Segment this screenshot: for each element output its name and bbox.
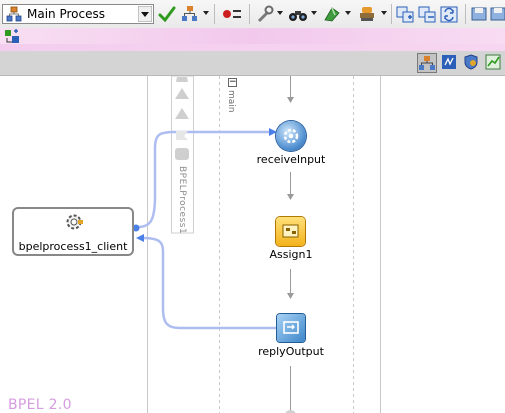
activity-reply-label: replyOutput — [258, 345, 324, 358]
scope-label: main — [226, 90, 236, 113]
source-view-button[interactable] — [440, 53, 460, 73]
hierarchy-icon — [182, 6, 197, 21]
bpel-canvas[interactable]: − main BPELProcess1 bpelprocess1_client … — [0, 76, 505, 413]
assign-icon — [282, 224, 299, 238]
process-select[interactable]: Main Process — [2, 4, 154, 24]
link-arrow — [136, 234, 144, 242]
stamp-dropdown-icon[interactable] — [381, 11, 387, 15]
hierarchy-dropdown-icon[interactable] — [203, 11, 209, 15]
activity-reply[interactable] — [277, 314, 305, 342]
hierarchy-button[interactable] — [181, 4, 199, 24]
activity-receive[interactable] — [276, 121, 306, 151]
validate-button[interactable] — [158, 4, 176, 24]
toolbar: Main Process — [0, 0, 505, 29]
chart-view-icon — [485, 54, 501, 70]
activity-assign-label: Assign1 — [269, 248, 313, 261]
stamp-button[interactable] — [358, 4, 378, 24]
disk2-icon — [490, 7, 505, 21]
palette-bar-strip — [0, 44, 505, 51]
flag-button[interactable] — [322, 4, 342, 24]
invoke-link — [137, 130, 270, 229]
toolbar-separator — [249, 4, 250, 24]
collapse-all-button[interactable] — [418, 4, 436, 24]
design-view-icon — [419, 56, 435, 70]
flow-arrow — [287, 293, 294, 299]
process-icon — [6, 6, 22, 22]
expand-all-button[interactable] — [396, 4, 414, 24]
chevron-down-icon[interactable] — [138, 6, 152, 22]
toolbar-separator — [465, 4, 466, 24]
palette-bar — [0, 28, 505, 44]
process-select-value: Main Process — [27, 7, 105, 21]
bpel-version-label: BPEL 2.0 — [8, 397, 72, 413]
scope-toggle-glyph: − — [229, 77, 237, 87]
tools-button[interactable] — [256, 4, 274, 24]
design-view-button[interactable] — [417, 53, 437, 73]
chart-view-button[interactable] — [484, 53, 504, 73]
stamp-icon — [360, 7, 374, 21]
activity-receive-label: receiveInput — [256, 153, 326, 166]
receive-gear-icon — [283, 128, 299, 144]
partner-link-label: bpelprocess1_client — [18, 240, 128, 253]
save-all-button[interactable] — [490, 4, 505, 24]
flag-dropdown-icon[interactable] — [345, 11, 351, 15]
find-dropdown-icon[interactable] — [311, 11, 317, 15]
partner-link-client[interactable]: bpelprocess1_client — [12, 207, 134, 256]
save-button[interactable] — [471, 4, 487, 24]
reply-icon — [283, 321, 299, 334]
toolbar-separator — [391, 4, 392, 24]
view-bar — [0, 51, 505, 76]
link-arrow — [269, 128, 277, 136]
swimlane-label: BPELProcess1 — [177, 166, 187, 235]
palette-add-icon[interactable] — [4, 29, 20, 44]
palette-shapes — [175, 77, 189, 160]
collapse-icon — [418, 6, 436, 23]
tools-dropdown-icon[interactable] — [277, 11, 283, 15]
link-anchor — [132, 224, 140, 232]
toolbar-separator — [214, 4, 215, 24]
flag-icon — [324, 7, 340, 22]
refresh-button[interactable] — [440, 4, 458, 24]
refresh-icon — [440, 6, 458, 23]
security-view-icon — [464, 54, 478, 70]
disk-icon — [471, 7, 487, 21]
gear-icon — [66, 214, 83, 230]
flow-arrow — [287, 97, 294, 103]
activity-assign[interactable] — [276, 217, 305, 246]
validate-check-icon — [158, 6, 176, 23]
tools-icon — [257, 5, 274, 23]
breakpoint-button[interactable] — [222, 4, 242, 24]
reply-link — [141, 236, 276, 330]
breakpoint-icon — [223, 10, 241, 18]
source-view-icon — [442, 55, 456, 69]
find-button[interactable] — [288, 4, 308, 24]
process-end-node[interactable] — [285, 410, 297, 413]
binoculars-icon — [289, 11, 307, 21]
scope-collapse-toggle[interactable]: − — [228, 78, 237, 87]
flow-arrow — [287, 194, 294, 200]
diagram-lines — [132, 76, 381, 413]
expand-icon — [396, 6, 414, 23]
security-view-button[interactable] — [462, 53, 482, 73]
